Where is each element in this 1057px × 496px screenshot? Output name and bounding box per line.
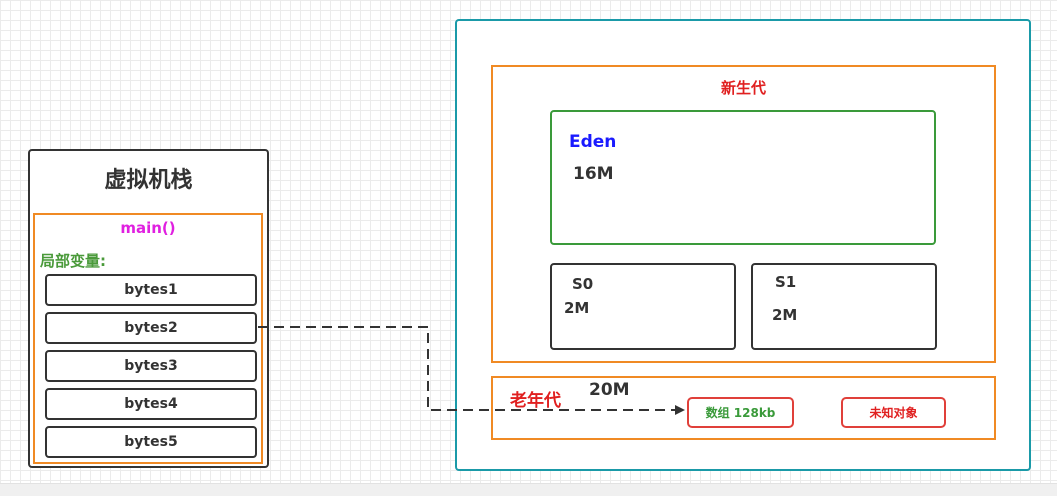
- local-var-bytes4: bytes4: [45, 388, 257, 420]
- survivor-s1-size: 2M: [772, 306, 798, 324]
- eden-space-size: 16M: [573, 164, 614, 184]
- young-generation-label: 新生代: [720, 79, 766, 97]
- survivor-s0-box: [550, 263, 736, 350]
- survivor-s1-box: [751, 263, 937, 350]
- stack-frame-label: main(): [120, 219, 176, 237]
- survivor-s0-size: 2M: [564, 299, 590, 317]
- eden-space-label: Eden: [569, 132, 617, 152]
- vm-stack-title: 虚拟机栈: [104, 168, 193, 193]
- old-generation-label: 老年代: [510, 391, 561, 411]
- survivor-s0-label: S0: [572, 275, 594, 293]
- eden-space-box: [550, 110, 936, 245]
- survivor-s1-label: S1: [775, 273, 797, 291]
- reference-arrow-line: [258, 326, 685, 415]
- local-variables-label: 局部变量:: [40, 252, 106, 270]
- old-generation-size: 20M: [589, 380, 630, 400]
- bottom-scroll-area: [0, 483, 1057, 496]
- local-var-bytes3: bytes3: [45, 350, 257, 382]
- local-var-bytes2: bytes2: [45, 312, 257, 344]
- array-object-box: 数组 128kb: [687, 397, 794, 428]
- local-var-bytes5: bytes5: [45, 426, 257, 458]
- unknown-object-box: 未知对象: [841, 397, 946, 428]
- local-var-bytes1: bytes1: [45, 274, 257, 306]
